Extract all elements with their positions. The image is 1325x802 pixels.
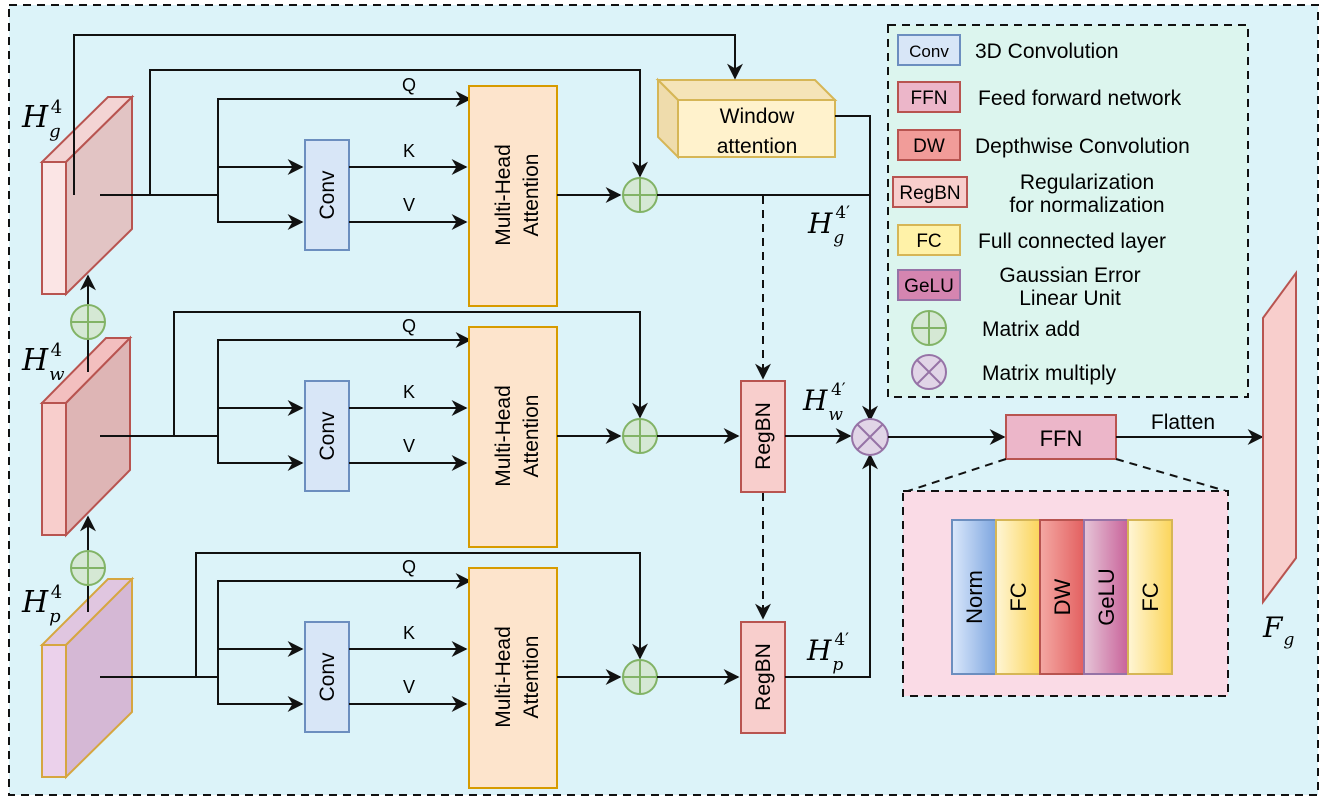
- svg-text:Gaussian Error: Gaussian Error: [999, 264, 1140, 287]
- v-label: V: [403, 436, 415, 456]
- svg-text:Regularization: Regularization: [1020, 171, 1154, 194]
- legend-item: Matrix multiply: [911, 354, 1117, 390]
- ffn-layer-gelu: GeLU: [1083, 519, 1129, 675]
- ffn-layer-fc: FC: [1127, 519, 1173, 675]
- ffn-layer-norm: Norm: [951, 519, 997, 675]
- svg-text:Norm: Norm: [962, 570, 987, 624]
- add-icon: [622, 418, 658, 454]
- svg-text:FC: FC: [1138, 582, 1163, 611]
- input-slab-hp: [39, 576, 135, 780]
- svg-text:Conv: Conv: [316, 652, 339, 702]
- svg-text:3D Convolution: 3D Convolution: [975, 40, 1119, 63]
- add-icon: [622, 659, 658, 695]
- svg-text:Multi-Head: Multi-Head: [492, 385, 515, 487]
- svg-text:FC: FC: [1006, 582, 1031, 611]
- svg-text:Linear Unit: Linear Unit: [1019, 287, 1121, 310]
- v-label: V: [403, 195, 415, 215]
- conv-block: Conv: [304, 621, 350, 733]
- svg-text:DW: DW: [1050, 578, 1075, 615]
- legend-item: DW Depthwise Convolution: [897, 129, 1190, 161]
- legend-item: Matrix add: [911, 310, 1080, 346]
- k-label: K: [403, 382, 415, 402]
- ffn-layer-dw: DW: [1039, 519, 1085, 675]
- label-hp: Hp4: [21, 582, 62, 627]
- regbn-block-p: RegBN: [740, 621, 786, 734]
- regbn-block-w: RegBN: [740, 380, 786, 493]
- svg-text:FC: FC: [916, 231, 941, 252]
- window-label: attention: [717, 135, 798, 158]
- svg-text:FFN: FFN: [911, 88, 948, 109]
- multiply-icon: [851, 418, 889, 456]
- svg-text:Matrix add: Matrix add: [982, 318, 1080, 341]
- ffn-layer-fc: FC: [995, 519, 1041, 675]
- label-fg: Fg: [1262, 611, 1294, 650]
- svg-text:for normalization: for normalization: [1009, 194, 1164, 217]
- label-hg: Hg4: [21, 97, 62, 142]
- legend-item: Conv 3D Convolution: [897, 34, 1119, 66]
- ffn-layers: Norm FC DW GeLU FC: [951, 519, 1173, 675]
- svg-text:Multi-Head: Multi-Head: [492, 144, 515, 246]
- window-label: Window: [720, 105, 796, 128]
- v-label: V: [403, 677, 415, 697]
- output-slab-fg: [1262, 269, 1297, 605]
- label-hw: Hw4: [21, 340, 65, 385]
- flatten-label: Flatten: [1151, 411, 1215, 434]
- svg-text:Multi-Head: Multi-Head: [492, 626, 515, 728]
- svg-text:Matrix multiply: Matrix multiply: [982, 362, 1117, 385]
- add-icon: [70, 304, 106, 340]
- svg-text:GeLU: GeLU: [904, 276, 954, 297]
- add-icon: [70, 550, 106, 586]
- label-hp-prime: Hp4′: [806, 630, 849, 675]
- input-slab-hw: [39, 335, 133, 538]
- svg-text:Attention: Attention: [520, 154, 543, 237]
- ffn-block: FFN: [1005, 414, 1117, 460]
- label-hg-prime: Hg4′: [807, 203, 850, 248]
- svg-text:Attention: Attention: [520, 395, 543, 478]
- add-icon: [622, 177, 658, 213]
- svg-text:FFN: FFN: [1040, 426, 1083, 451]
- label-hw-prime: Hw4′: [802, 380, 846, 425]
- q-label: Q: [402, 316, 416, 336]
- window-attention-block: Window attention: [655, 77, 838, 160]
- svg-text:Attention: Attention: [520, 636, 543, 719]
- svg-text:DW: DW: [913, 136, 945, 157]
- k-label: K: [403, 141, 415, 161]
- svg-text:Conv: Conv: [909, 42, 949, 61]
- svg-text:RegBN: RegBN: [752, 402, 775, 470]
- k-label: K: [403, 623, 415, 643]
- svg-text:Conv: Conv: [316, 170, 339, 220]
- svg-text:Feed forward network: Feed forward network: [978, 87, 1182, 110]
- legend-item: FC Full connected layer: [897, 224, 1166, 256]
- svg-text:GeLU: GeLU: [1094, 568, 1119, 625]
- svg-text:Full connected layer: Full connected layer: [978, 230, 1166, 253]
- svg-text:Conv: Conv: [316, 411, 339, 461]
- legend-item: FFN Feed forward network: [897, 81, 1182, 113]
- input-slab-hg: [39, 94, 135, 297]
- svg-text:Depthwise Convolution: Depthwise Convolution: [975, 135, 1190, 158]
- q-label: Q: [402, 75, 416, 95]
- svg-text:RegBN: RegBN: [752, 643, 775, 711]
- conv-block: Conv: [304, 139, 350, 251]
- q-label: Q: [402, 557, 416, 577]
- svg-text:RegBN: RegBN: [899, 183, 960, 204]
- conv-block: Conv: [304, 380, 350, 492]
